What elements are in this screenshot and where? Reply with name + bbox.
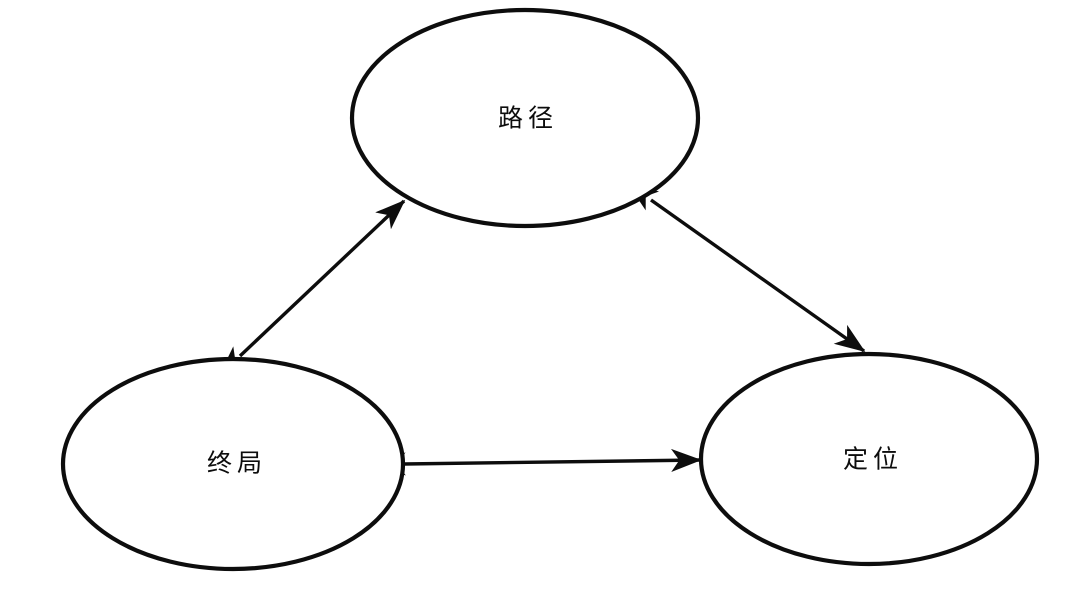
node-positioning-ellipse[interactable] bbox=[698, 351, 1040, 567]
node-positioning-label: 定位 bbox=[843, 446, 903, 474]
node-endgame-label: 终局 bbox=[207, 450, 267, 478]
edge-endgame-path-line bbox=[218, 199, 406, 376]
edge-endgame-positioning-line bbox=[375, 448, 702, 476]
node-positioning[interactable]: 定位 bbox=[698, 351, 1040, 567]
node-path-ellipse[interactable] bbox=[349, 7, 701, 229]
node-endgame-ellipse[interactable] bbox=[60, 356, 406, 572]
edge-path-positioning-line bbox=[627, 183, 866, 353]
edge-endgame-path bbox=[218, 199, 406, 376]
edge-path-positioning bbox=[627, 183, 866, 353]
node-endgame[interactable]: 终局 bbox=[60, 356, 406, 572]
node-path[interactable]: 路径 bbox=[349, 7, 701, 229]
edge-endgame-positioning bbox=[375, 448, 702, 476]
node-path-label: 路径 bbox=[498, 105, 558, 133]
